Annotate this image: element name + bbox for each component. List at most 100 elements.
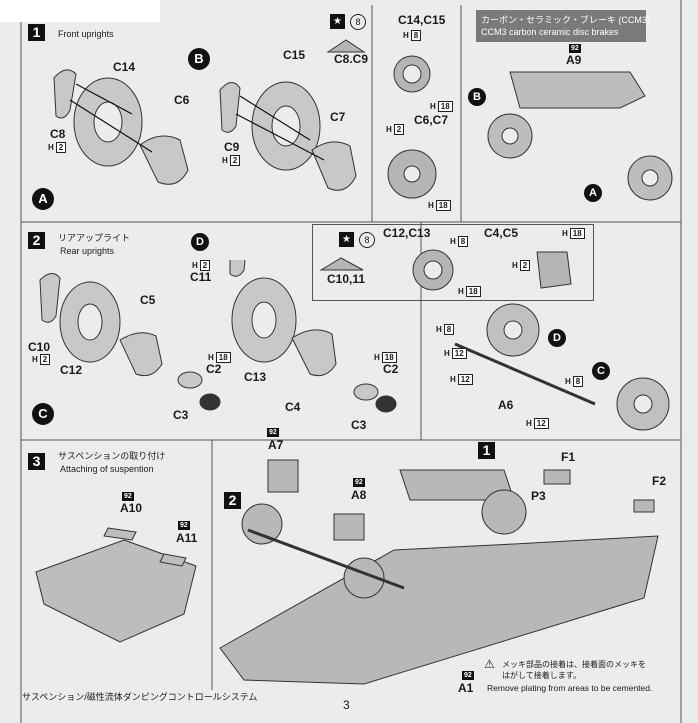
h-value: 8 xyxy=(457,236,469,247)
label-c12: C12 xyxy=(60,363,83,377)
inset2-c10-11: C10,11 xyxy=(327,272,366,286)
step3-title-jp: サスペンションの取り付け xyxy=(58,451,166,461)
inset1-drawing xyxy=(326,39,437,199)
ccm-title: CCM3 carbon ceramic disc brakes xyxy=(481,27,619,37)
h-value: 18 xyxy=(381,352,397,363)
inset1-c6c7: C6,C7 xyxy=(414,113,449,127)
step1-number: 1 xyxy=(28,24,45,41)
step1-title: Front uprights xyxy=(58,29,114,39)
label-c10: C10 xyxy=(28,340,51,354)
step2-title: Rear uprights xyxy=(60,246,115,256)
ccm-drawing xyxy=(487,71,673,201)
star-icon: ★ xyxy=(339,232,354,247)
callout-a: A xyxy=(32,188,54,210)
ccm-callout-a: A xyxy=(584,184,602,202)
inset2-drawing xyxy=(319,249,572,291)
inset1-c8c9: C8.C9 xyxy=(334,52,369,66)
tag-92-a1: 92 xyxy=(462,671,474,680)
step-ref-2: 2 xyxy=(224,492,241,509)
inset2-c12c13: C12,C13 xyxy=(383,226,431,240)
qty-circle: 8 xyxy=(359,232,375,248)
inset1-c14c15: C14,C15 xyxy=(398,13,446,27)
h-value: 2 xyxy=(55,142,67,153)
h-value: 18 xyxy=(569,228,585,239)
axle-callout-d: D xyxy=(548,329,566,347)
h-value: 18 xyxy=(465,286,481,297)
h-value: 8 xyxy=(410,30,422,41)
label-a1: A1 xyxy=(458,681,474,695)
rear-upright-drawing xyxy=(39,260,397,413)
warning-icon: ⚠ xyxy=(484,657,495,671)
note-jp: メッキ部品の接着は、接着面のメッキを はがして接着します。 xyxy=(502,660,646,680)
h-value: 12 xyxy=(457,374,473,385)
h-value: 12 xyxy=(451,348,467,359)
h-value: 8 xyxy=(443,324,455,335)
label-a11: A11 xyxy=(176,531,198,545)
step3-number: 3 xyxy=(28,453,45,470)
label-f2: F2 xyxy=(652,474,667,488)
label-a10: A10 xyxy=(120,501,143,515)
tag-92-a11: 92 xyxy=(178,521,190,530)
page-number: 3 xyxy=(343,698,350,712)
label-c2a: C2 xyxy=(206,362,222,376)
label-c3b: C3 xyxy=(351,418,367,432)
tag-92-a9: 92 xyxy=(569,44,581,53)
label-c7: C7 xyxy=(330,110,346,124)
h-value: 12 xyxy=(533,418,549,429)
callout-b: B xyxy=(188,48,210,70)
step2-title-jp: リアアップライト xyxy=(58,233,131,243)
ccm-callout-b: B xyxy=(468,88,486,106)
callout-c: C xyxy=(32,403,54,425)
label-c2b: C2 xyxy=(383,362,399,376)
h-value: 18 xyxy=(437,101,453,112)
h-value: 2 xyxy=(393,124,405,135)
h-value: 8 xyxy=(572,376,584,387)
tag-92-a7: 92 xyxy=(267,428,279,437)
label-c14: C14 xyxy=(113,60,136,74)
h-value: 18 xyxy=(435,200,451,211)
label-c3a: C3 xyxy=(173,408,189,422)
rear-axle-drawing xyxy=(454,303,670,431)
corner-patch xyxy=(0,0,160,22)
label-a7: A7 xyxy=(268,438,284,452)
label-c9: C9 xyxy=(224,140,240,154)
h-value: 2 xyxy=(39,354,51,365)
chassis-drawing xyxy=(219,459,659,685)
label-c13: C13 xyxy=(244,370,267,384)
label-a8: A8 xyxy=(351,488,367,502)
label-a6: A6 xyxy=(498,398,514,412)
footer-jp: サスペンション/磁性流体ダンピングコントロールシステム xyxy=(22,692,258,702)
label-a9: A9 xyxy=(566,53,582,67)
h-value: 18 xyxy=(215,352,231,363)
label-c6: C6 xyxy=(174,93,190,107)
label-c8: C8 xyxy=(50,127,66,141)
label-f1: F1 xyxy=(561,450,576,464)
callout-d: D xyxy=(191,233,209,251)
inset2-box xyxy=(312,224,594,301)
h-value: 2 xyxy=(199,260,211,271)
label-c15: C15 xyxy=(283,48,306,62)
label-c4: C4 xyxy=(285,400,301,414)
step-ref-1: 1 xyxy=(478,442,495,459)
ccm-title-jp: カーボン・セラミック・ブレーキ (CCM3) xyxy=(481,13,650,26)
note-en: Remove plating from areas to be cemented… xyxy=(487,683,653,693)
tag-92-a8: 92 xyxy=(353,478,365,487)
h-value: 2 xyxy=(229,155,241,166)
ccm-header xyxy=(476,10,646,42)
floor-panel-drawing xyxy=(35,527,197,643)
axle-callout-c: C xyxy=(592,362,610,380)
